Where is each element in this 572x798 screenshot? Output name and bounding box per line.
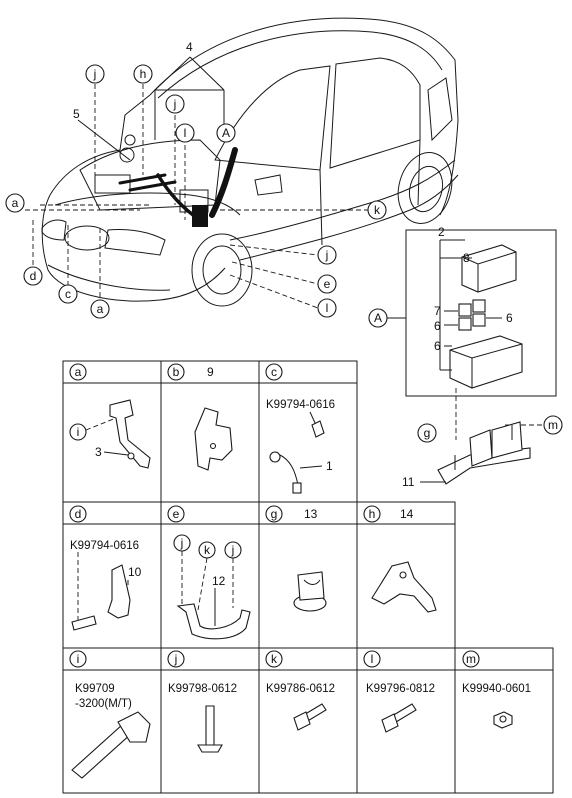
panel-l-key: l	[371, 652, 374, 666]
panel-g-number: 13	[304, 507, 318, 521]
part-number-4: 4	[186, 40, 193, 54]
part-number-5: 5	[73, 107, 80, 121]
panel-a-key: a	[75, 365, 82, 379]
panel-h-key: h	[369, 507, 376, 521]
panel-k-key: k	[271, 652, 278, 666]
relay-part-6b: 6	[506, 311, 513, 325]
panel-j-part-no: K99798-0612	[168, 683, 237, 695]
panel-h-number: 14	[400, 507, 414, 521]
callout-k: k	[367, 200, 387, 220]
relay-part-6c: 6	[434, 339, 441, 353]
car-callout-j1: j	[93, 67, 97, 81]
panel-a-callout-i: i	[77, 425, 80, 439]
panel-b-key: b	[173, 365, 180, 379]
car-callout-l2: l	[326, 301, 329, 315]
panel-i-part-no-2: -3200(M/T)	[75, 698, 132, 710]
panel-i-key: i	[77, 652, 80, 666]
parts-grid	[62, 360, 554, 794]
panel-a: a i 3	[69, 363, 151, 469]
panel-h: h 14	[363, 505, 437, 613]
panel-l-part-no: K99796-0812	[366, 683, 435, 695]
panel-i-part-no-1: K99709	[75, 683, 115, 695]
panel-e: e j k j 12	[167, 505, 251, 640]
panel-l: l K99796-0812	[363, 650, 435, 733]
callout-e: e	[317, 274, 337, 294]
panel-d-part-no: K99794-0616	[70, 540, 139, 552]
car-callout-a2: a	[97, 302, 104, 316]
panel-g-key: g	[271, 507, 278, 521]
relay-part-6a: 6	[434, 319, 441, 333]
car-callout-j3: j	[325, 248, 329, 262]
callout-j-mid: j	[165, 94, 185, 114]
panel-i: i K99709 -3200(M/T)	[69, 650, 151, 779]
car-callout-k: k	[374, 203, 381, 217]
panel-m-key: m	[466, 652, 476, 666]
callout-j-top: j	[85, 64, 105, 84]
panel-e-part-12: 12	[212, 574, 226, 588]
car-callout-d: d	[30, 269, 37, 283]
bracket-callout-m: m	[548, 418, 558, 432]
callout-A: A	[216, 123, 236, 143]
callout-l-right: l	[317, 298, 337, 318]
panel-g: g 13	[265, 505, 327, 612]
panel-e-callout-j2: j	[231, 543, 235, 557]
car-callout-a1: a	[12, 196, 19, 210]
relay-part-8: 8	[463, 251, 470, 265]
panel-c-part-no: K99794-0616	[266, 399, 335, 411]
panel-b: b 9	[167, 363, 233, 471]
callout-a-bottom: a	[90, 299, 110, 319]
panel-m-part-no: K99940-0601	[462, 683, 531, 695]
panel-d-key: d	[75, 507, 82, 521]
panel-m: m K99940-0601	[462, 650, 531, 729]
panel-k: k K99786-0612	[265, 650, 335, 731]
relay-box-label: A	[374, 311, 382, 325]
car-illustration	[41, 17, 459, 307]
relay-part-7: 7	[434, 304, 441, 318]
panel-e-callout-k: k	[204, 543, 211, 557]
panel-d: d K99794-0616 10	[69, 505, 142, 631]
callout-d: d	[23, 266, 43, 286]
panel-j-key: j	[174, 652, 178, 666]
panel-c-key: c	[271, 365, 277, 379]
callout-a-left: a	[5, 193, 25, 213]
bracket-part-11: 11	[402, 475, 415, 489]
car-callout-j2: j	[173, 97, 177, 111]
callout-l-top: l	[175, 123, 195, 143]
car-callouts: j h j l A a k j d e c a l 4 5	[5, 40, 387, 319]
bracket-assembly: g m 11	[402, 388, 563, 489]
car-callout-A: A	[222, 126, 230, 140]
bracket-callout-g: g	[424, 426, 431, 440]
callout-j-right: j	[317, 245, 337, 265]
panel-e-callout-j1: j	[180, 536, 184, 550]
panel-k-part-no: K99786-0612	[266, 683, 335, 695]
panel-c: c K99794-0616 1	[265, 363, 335, 494]
car-callout-l1: l	[184, 126, 187, 140]
relay-box-inset: A 2 8 7 6 6 6	[368, 225, 557, 397]
callout-h: h	[133, 64, 153, 84]
panel-b-number: 9	[207, 365, 214, 379]
callout-c: c	[58, 284, 78, 304]
panel-c-part-1: 1	[326, 459, 333, 473]
panel-j: j K99798-0612	[167, 650, 237, 753]
panel-d-part-10: 10	[128, 565, 142, 579]
relay-part-2: 2	[438, 225, 445, 239]
car-callout-e: e	[324, 277, 331, 291]
car-callout-c: c	[65, 287, 71, 301]
panel-a-part-3: 3	[95, 445, 102, 459]
car-leader-lines	[25, 56, 368, 309]
car-callout-h: h	[140, 67, 147, 81]
panel-e-key: e	[173, 507, 180, 521]
